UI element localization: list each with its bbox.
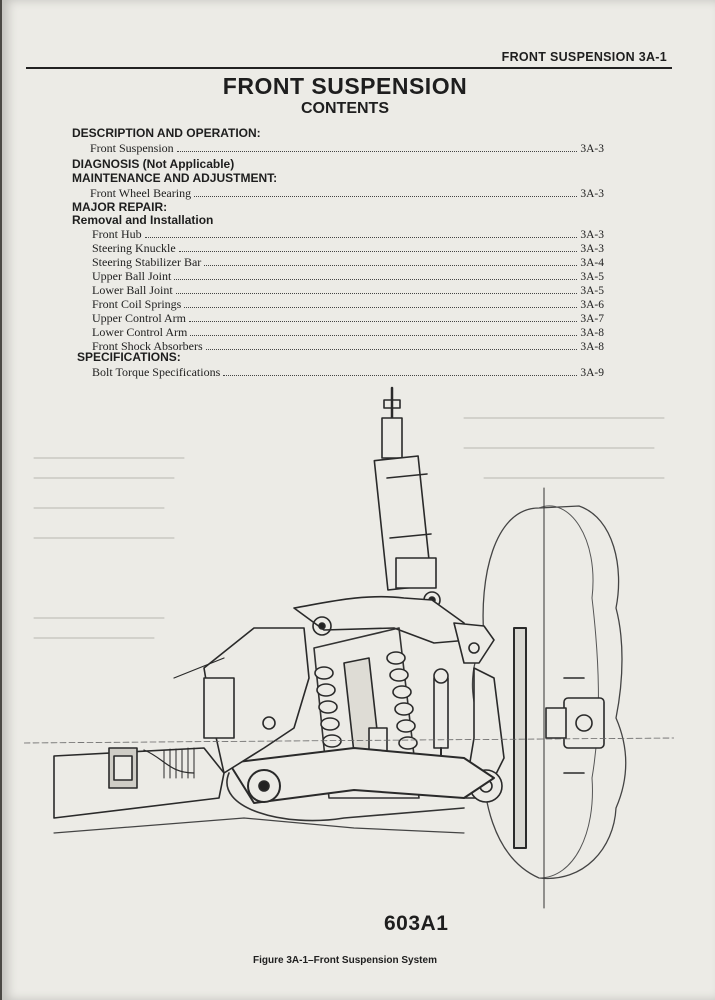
leader-dots bbox=[144, 228, 578, 238]
brake-rotor bbox=[513, 627, 527, 849]
toc-entry-upper-ball-joint: Upper Ball Joint 3A-5 bbox=[92, 269, 604, 284]
tie-rod bbox=[433, 668, 449, 779]
section-specifications: SPECIFICATIONS: bbox=[77, 350, 181, 364]
section-maintenance: MAINTENANCE AND ADJUSTMENT: bbox=[72, 171, 278, 185]
toc-page: 3A-8 bbox=[580, 341, 604, 353]
toc-entry-steering-knuckle: Steering Knuckle 3A-3 bbox=[92, 241, 604, 256]
toc-page: 3A-3 bbox=[580, 143, 604, 155]
leader-dots bbox=[205, 340, 578, 350]
leader-dots bbox=[184, 298, 578, 308]
section-removal: Removal and Installation bbox=[72, 213, 214, 227]
figure-caption: Figure 3A-1–Front Suspension System bbox=[253, 955, 437, 966]
toc-label: Lower Ball Joint bbox=[92, 283, 173, 297]
table-of-contents: DESCRIPTION AND OPERATION: Front Suspens… bbox=[2, 0, 715, 400]
leader-dots bbox=[176, 142, 578, 152]
leader-dots bbox=[194, 187, 578, 197]
toc-page: 3A-4 bbox=[580, 257, 604, 269]
axle-centerline bbox=[24, 737, 674, 744]
toc-entry-front-suspension: Front Suspension 3A-3 bbox=[90, 141, 604, 156]
toc-entry-lower-control-arm: Lower Control Arm 3A-8 bbox=[92, 325, 604, 340]
toc-label: Upper Ball Joint bbox=[92, 269, 172, 283]
toc-entry-lower-ball-joint: Lower Ball Joint 3A-5 bbox=[92, 283, 604, 298]
toc-page: 3A-5 bbox=[580, 285, 604, 297]
leader-dots bbox=[223, 366, 578, 376]
toc-page: 3A-6 bbox=[580, 299, 604, 311]
leader-dots bbox=[189, 312, 578, 322]
shock-absorber bbox=[373, 386, 441, 609]
leader-dots bbox=[178, 242, 578, 252]
running-head: FRONT SUSPENSION 3A-1 bbox=[501, 50, 667, 64]
section-major-repair: MAJOR REPAIR: bbox=[72, 200, 168, 214]
toc-page: 3A-3 bbox=[580, 188, 604, 200]
toc-label: Front Suspension bbox=[90, 141, 174, 155]
toc-page: 3A-3 bbox=[580, 243, 604, 255]
leader-dots bbox=[175, 284, 578, 294]
toc-entry-front-hub: Front Hub 3A-3 bbox=[92, 227, 604, 242]
figure-number: 603A1 bbox=[384, 912, 449, 935]
toc-label: Front Wheel Bearing bbox=[90, 186, 192, 200]
stabilizer-bar bbox=[53, 747, 465, 834]
lower-control-arm bbox=[226, 747, 495, 822]
toc-label: Front Hub bbox=[92, 227, 142, 241]
leader-dots bbox=[174, 270, 578, 280]
page-title: FRONT SUSPENSION bbox=[222, 73, 468, 99]
toc-page: 3A-9 bbox=[580, 367, 604, 379]
toc-label: Steering Stabilizer Bar bbox=[92, 255, 202, 269]
upper-control-arm bbox=[293, 595, 495, 664]
toc-entry-bolt-torque: Bolt Torque Specifications 3A-9 bbox=[92, 365, 604, 380]
toc-label: Upper Control Arm bbox=[92, 311, 186, 325]
header-rule bbox=[26, 67, 672, 69]
toc-entry-shock-absorbers: Front Shock Absorbers 3A-8 bbox=[92, 339, 604, 354]
toc-label: Steering Knuckle bbox=[92, 241, 176, 255]
front-suspension-illustration bbox=[24, 386, 674, 909]
toc-label: Front Shock Absorbers bbox=[92, 339, 203, 353]
toc-entry-front-wheel-bearing: Front Wheel Bearing 3A-3 bbox=[90, 186, 604, 201]
leader-dots bbox=[190, 326, 578, 336]
section-description: DESCRIPTION AND OPERATION: bbox=[72, 126, 261, 140]
toc-label: Lower Control Arm bbox=[92, 325, 188, 339]
toc-entry-upper-control-arm: Upper Control Arm 3A-7 bbox=[92, 311, 604, 326]
toc-label: Front Coil Springs bbox=[92, 297, 182, 311]
frame-bracket bbox=[173, 627, 310, 774]
leader-dots bbox=[204, 256, 578, 266]
toc-page: 3A-5 bbox=[580, 271, 604, 283]
bleed-through-lines bbox=[33, 417, 665, 639]
section-diagnosis: DIAGNOSIS (Not Applicable) bbox=[72, 157, 235, 171]
toc-label: Bolt Torque Specifications bbox=[92, 365, 221, 379]
toc-page: 3A-8 bbox=[580, 327, 604, 339]
toc-page: 3A-3 bbox=[580, 229, 604, 241]
toc-entry-stabilizer-bar: Steering Stabilizer Bar 3A-4 bbox=[92, 255, 604, 270]
toc-entry-coil-springs: Front Coil Springs 3A-6 bbox=[92, 297, 604, 312]
contents-heading: CONTENTS bbox=[301, 100, 389, 117]
toc-page: 3A-7 bbox=[580, 313, 604, 325]
